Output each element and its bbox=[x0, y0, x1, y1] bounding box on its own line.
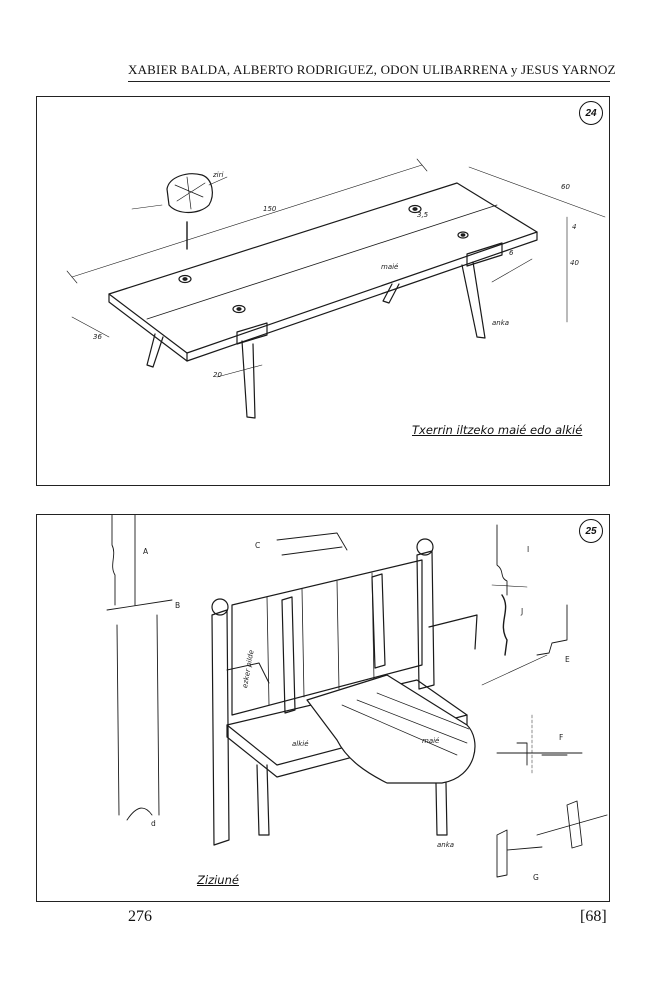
chair-drawing bbox=[106, 515, 608, 878]
figure-24-panel: 24 ziri 150 60 36 maié 3,5 6 4 40 anka 2… bbox=[36, 96, 610, 486]
figure-25-caption: Ziziuné bbox=[197, 873, 239, 887]
label-anka: anka bbox=[437, 841, 455, 849]
page-ref: [68] bbox=[580, 908, 607, 925]
label-hole: 3,5 bbox=[417, 211, 429, 219]
detail-d: d bbox=[151, 819, 156, 828]
detail-I: I bbox=[527, 545, 530, 554]
page-number: 276 bbox=[128, 908, 152, 925]
label-top-thickness: 6 bbox=[509, 249, 514, 257]
detail-C: C bbox=[255, 541, 261, 550]
label-width: 60 bbox=[561, 183, 570, 191]
label-anka: anka bbox=[492, 319, 510, 327]
label-ziri: ziri bbox=[213, 171, 224, 179]
figure-24-caption: Txerrin iltzeko maié edo alkié bbox=[412, 423, 583, 437]
label-length: 150 bbox=[263, 205, 277, 213]
running-header: XABIER BALDA, ALBERTO RODRIGUEZ, ODON UL… bbox=[128, 62, 616, 82]
detail-F: F bbox=[559, 733, 564, 742]
detail-J: J bbox=[521, 607, 524, 616]
detail-B: B bbox=[175, 601, 181, 610]
label-height: 40 bbox=[570, 259, 579, 267]
label-depth: 36 bbox=[93, 333, 102, 341]
figure-25-number: 25 bbox=[579, 519, 603, 543]
detail-G: G bbox=[533, 873, 539, 882]
figure-24-number: 24 bbox=[579, 101, 603, 125]
label-maie: maié bbox=[381, 263, 399, 271]
label-leg: 20 bbox=[213, 371, 222, 379]
label-thickness: 4 bbox=[572, 223, 577, 231]
detail-A: A bbox=[143, 547, 149, 556]
detail-E: E bbox=[565, 655, 570, 664]
figure-25-panel: 25 A B C d I J E F G ezker pilde alkié m… bbox=[36, 514, 610, 902]
label-alkie: alkié bbox=[292, 740, 309, 748]
bench-drawing bbox=[66, 158, 606, 419]
label-maie: maié bbox=[422, 737, 440, 745]
